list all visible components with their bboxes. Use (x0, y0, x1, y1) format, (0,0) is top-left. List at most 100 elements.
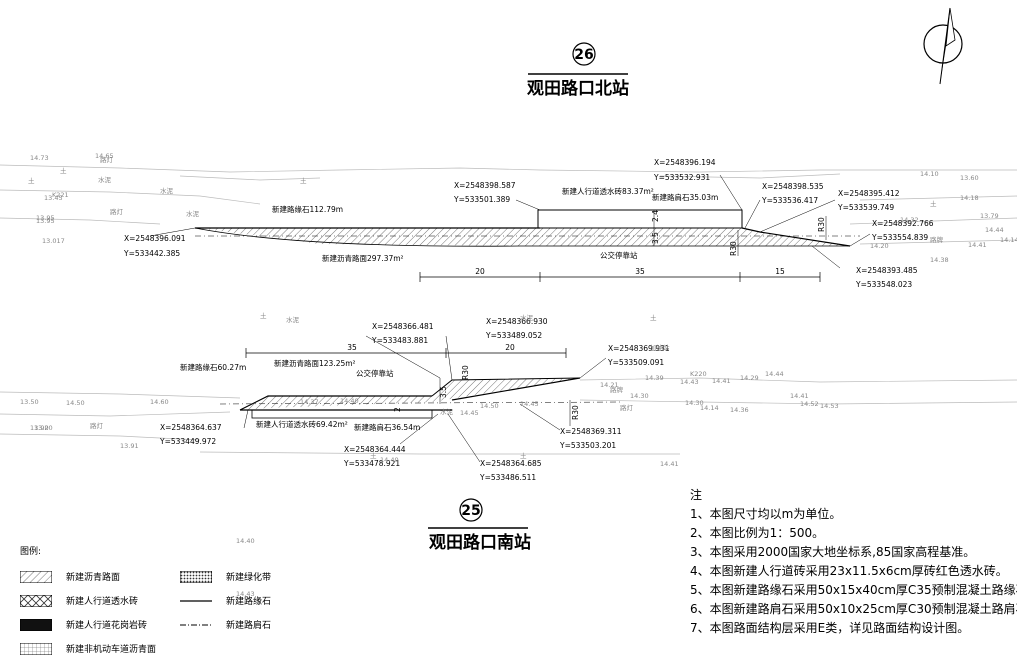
label-north-busstop: 公交停靠站 (600, 250, 638, 260)
survey-label: 土 (300, 176, 307, 185)
survey-elevation: 14.65 (95, 152, 114, 160)
line-solid-swatch (180, 595, 212, 607)
survey-elevation: 14.52 (800, 400, 819, 408)
note-item-7: 7、本图路面结构层采用E类，详见路面结构设计图。 (690, 621, 970, 635)
survey-elevation: 14.14 (700, 404, 719, 412)
coord-north-p3x: X=2548396.194 (654, 158, 716, 167)
survey-elevation: 14.39 (645, 374, 664, 382)
coord-north-p4x: X=2548398.535 (762, 182, 824, 191)
coord-south-p1x: X=2548366.481 (372, 322, 434, 331)
legend-item-shoulder: 新建路肩石 (180, 618, 271, 631)
label-south-busstop: 公交停靠站 (356, 368, 394, 378)
coord-north-p2x: X=2548398.587 (454, 181, 516, 190)
survey-elevation: 13.95 (36, 214, 55, 222)
survey-label: 路灯 (90, 421, 104, 430)
dim-north-w1: 2.4 (651, 210, 660, 222)
note-item-3: 3、本图采用2000国家大地坐标系,85国家高程基准。 (690, 545, 976, 559)
survey-elevation: 14.30 (685, 399, 704, 407)
survey-elevation: 14.41 (712, 377, 731, 385)
survey-elevation: 14.30 (630, 392, 649, 400)
coord-south-p4y: Y=533449.972 (159, 437, 216, 446)
coord-south-p4x: X=2548364.637 (160, 423, 222, 432)
coord-south-p3y: Y=533509.091 (607, 358, 664, 367)
survey-elevation: 14.53 (820, 402, 839, 410)
survey-elevation: 14.32 (900, 216, 919, 224)
coord-south-p2y: Y=533489.052 (485, 331, 542, 340)
legend-title: 图例: (20, 547, 42, 557)
survey-label: 水泥 (440, 407, 454, 416)
dim-south-35: 35 (347, 343, 357, 352)
survey-label: 路牌 (930, 235, 944, 244)
station-north-labels: 新建路缘石112.79m 新建沥青路面297.37m² 新建人行道透水砖83.3… (123, 158, 934, 289)
survey-elevation: 14.45 (520, 400, 539, 408)
survey-label: 水泥 (286, 315, 300, 324)
note-item-5: 5、本图新建路缘石采用50x15x40cm厚C35预制混凝土路缘石。 (690, 583, 1017, 597)
survey-label: K221 (52, 191, 69, 199)
note-item-1: 1、本图尺寸均以m为单位。 (690, 507, 842, 521)
label-north-asphalt: 新建沥青路面297.37m² (322, 253, 404, 263)
survey-label: 土 (650, 313, 657, 322)
label-south-asphalt: 新建沥青路面123.25m² (274, 358, 356, 368)
survey-elevation: 13.91 (120, 442, 139, 450)
station-south-header: 25 观田路口南站 (428, 498, 531, 553)
legend-item-curb: 新建路缘石 (180, 594, 271, 607)
survey-elevation: 14.38 (930, 256, 949, 264)
survey-elevation: 14.41 (968, 241, 987, 249)
survey-label: 土 (28, 176, 35, 185)
coord-north-p6x: X=2548392.766 (872, 219, 934, 228)
survey-label: 路灯 (620, 403, 634, 412)
station-south-number: 25 (461, 503, 480, 519)
dim-south-w1: 3.5 (439, 386, 448, 398)
survey-elevation: 14.44 (765, 370, 784, 378)
survey-elevation: 14.44 (985, 226, 1004, 234)
coord-south-p6y: Y=533486.511 (479, 473, 536, 482)
survey-elevation: 14.43 (236, 590, 255, 598)
label-south-sidewalk: 新建人行道透水砖69.42m² (256, 419, 348, 429)
dim-north-r2: R30 (817, 217, 826, 232)
note-item-6: 6、本图新建路肩石采用50x10x25cm厚C30预制混凝土路肩石。 (690, 602, 1017, 616)
legend-item-sidewalk-brick: 新建人行道透水砖 (20, 594, 138, 607)
dim-north-r1: R30 (729, 241, 738, 256)
survey-misc: 13.20 (34, 424, 53, 432)
station-north-plan (149, 174, 871, 282)
dim-south-w2: 2 (393, 407, 402, 412)
survey-label: 路牌 (610, 385, 624, 394)
dim-north-20: 20 (475, 267, 485, 276)
coord-south-p1y: Y=533483.881 (371, 336, 428, 345)
coord-north-p7y: Y=533548.023 (855, 280, 912, 289)
label-south-curb: 新建路缘石60.27m (180, 362, 246, 372)
survey-label: 水泥 (98, 175, 112, 184)
station-north-header: 26 观田路口北站 (526, 42, 629, 99)
survey-label: 土 (930, 199, 937, 208)
station-north-title: 观田路口北站 (526, 78, 629, 99)
line-dashdot-swatch (180, 619, 212, 631)
survey-elevation: 14.50 (66, 399, 85, 407)
survey-elevation: 14.60 (150, 398, 169, 406)
notes-panel: 注 1、本图尺寸均以m为单位。 2、本图比例为1：500。 3、本图采用2000… (690, 486, 1017, 638)
hatch-cross-swatch (20, 594, 52, 607)
survey-elevation: 14.41 (660, 460, 679, 468)
survey-elevation: 14.36 (730, 406, 749, 414)
survey-elevation: 14.45 (460, 409, 479, 417)
note-item-2: 2、本图比例为1：500。 (690, 526, 825, 540)
coord-south-p5y: Y=533478.921 (343, 459, 400, 468)
dim-north-35: 35 (635, 267, 645, 276)
note-item-4: 4、本图新建人行道砖采用23x11.5x6cm厚砖红色透水砖。 (690, 564, 1008, 578)
legend-item-bike-lane: 新建非机动车道沥青面 (20, 642, 156, 655)
survey-elevation: 13.50 (20, 398, 39, 406)
survey-elevation: 14.18 (960, 194, 979, 202)
notes-heading: 注 (690, 488, 703, 502)
survey-label: 土 (260, 311, 267, 320)
survey-elevation: 14.20 (870, 242, 889, 250)
survey-elevation: 13.60 (960, 174, 979, 182)
dim-south-r2: R30 (571, 405, 580, 420)
station-south-labels: 新建路缘石60.27m 新建沥青路面123.25m² 新建人行道透水砖69.42… (159, 317, 670, 482)
coord-south-p5x: X=2548364.444 (344, 445, 406, 454)
solid-dark-swatch (20, 618, 52, 631)
survey-elevation: 13.79 (980, 212, 999, 220)
survey-label: 土 (520, 451, 527, 460)
coord-north-p5x: X=2548395.412 (838, 189, 900, 198)
label-north-curb: 新建路缘石112.79m (272, 204, 343, 214)
